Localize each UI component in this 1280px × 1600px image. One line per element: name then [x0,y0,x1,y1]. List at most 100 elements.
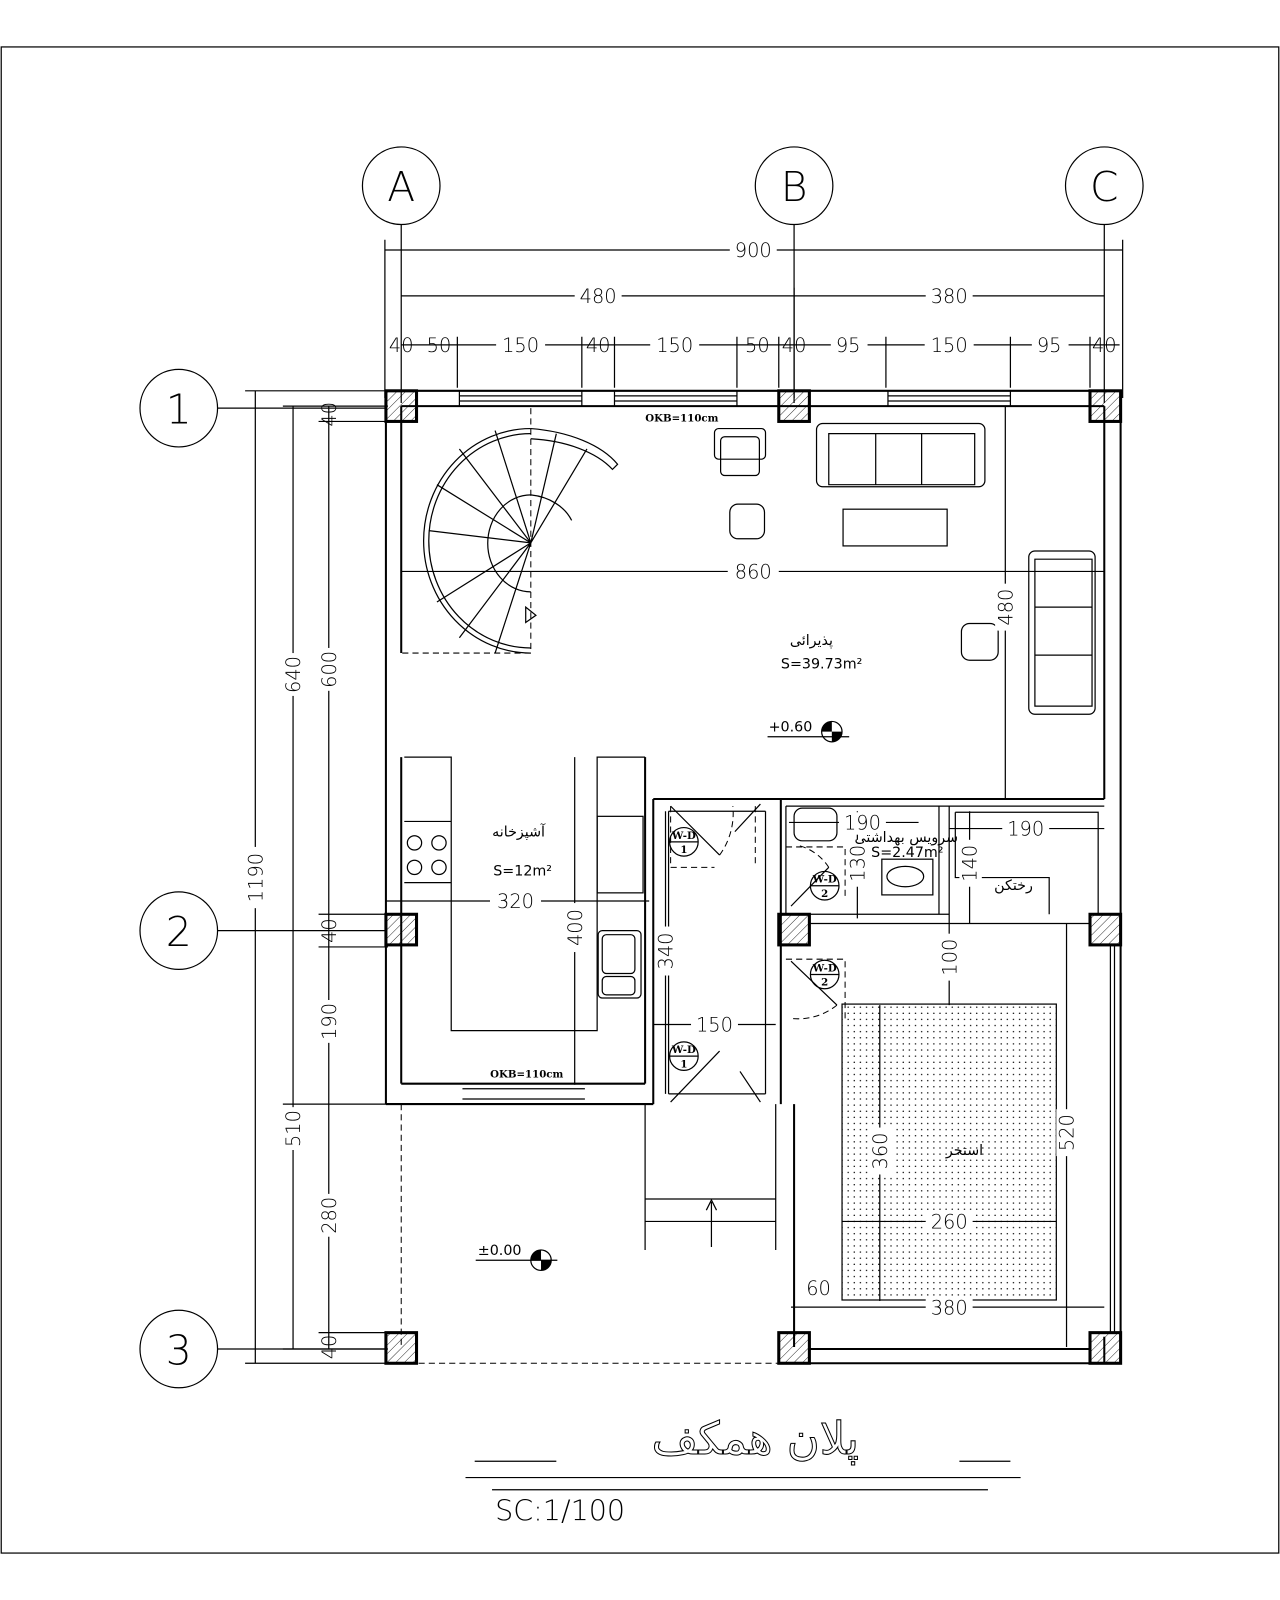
dim-lower: 510 [282,1110,305,1147]
dim-corridor-depth: 340 [655,933,678,970]
column [1088,389,1123,423]
drawing-title: پلان همکف [652,1412,859,1465]
dim-segment: 95 [836,334,861,357]
dim-yard-depth: 520 [1056,1114,1079,1151]
grid-bubbles: A B C 1 2 3 [139,146,1144,1389]
room-area-living: S=39.73m² [781,656,862,672]
room-area-kitchen: S=12m² [493,864,552,880]
column [1088,912,1123,947]
door-type: W-D [671,1044,696,1056]
dim-left: 1190 640 510 40 600 40 190 280 40 [244,402,340,1359]
column [777,912,811,947]
dim-segment: 150 [931,334,968,357]
dimension-texts: 900 480 380 40 50 150 40 150 50 40 95 15… [244,237,1117,1359]
room-name-dressing: رختکن [994,878,1033,894]
dim-pool-width: 260 [931,1211,968,1234]
door-number: 2 [821,888,828,900]
dim-segment: 40 [318,1335,341,1360]
dim-bc: 380 [931,285,968,308]
dim-segment: 150 [656,334,693,357]
door-type: W-D [671,830,696,842]
dim-segment: 40 [389,334,414,357]
dim-top-row: 40 50 150 40 150 50 40 95 150 95 40 [389,334,1117,358]
room-name-living: پذیرائی [790,633,833,649]
drawing-scale: SC:1/100 [495,1493,625,1527]
dim-segment: 40 [318,918,341,943]
dim-dress-width: 190 [1007,818,1044,841]
dim-wc-width: 190 [844,812,881,835]
coffee-table [842,508,948,547]
dim-yard-width: 380 [931,1296,968,1319]
dim-segment: 40 [1092,334,1117,357]
room-name-kitchen: آشپزخانه [492,823,546,841]
grid-label-3: 3 [166,1326,192,1374]
dim-pool-gap: 100 [938,939,961,976]
column [1088,1331,1123,1365]
dim-total-height: 1190 [244,853,267,902]
door-number: 2 [821,977,828,989]
door-number: 1 [680,844,687,856]
grid-label-2: 2 [166,908,192,956]
sofa [815,422,986,488]
okb-note: OKB=110cm [645,412,718,424]
column [777,389,811,423]
dim-pool-length: 360 [869,1133,892,1170]
dim-wc-depth: 130 [846,845,869,882]
level-symbol [821,720,843,743]
furniture [404,422,1096,1032]
dim-upper: 640 [282,656,305,693]
interior-dimensions: 860 480 320 400 340 150 190 130 190 140 … [490,559,1079,1319]
column [777,1331,811,1365]
dim-segment: 95 [1037,334,1062,357]
dim-segment: 40 [782,334,807,357]
dim-segment: 40 [318,402,341,427]
dim-corridor-width: 150 [696,1014,733,1037]
room-area-wc: S=2.47m² [871,845,943,861]
stool [960,622,999,661]
door-tag: W-D 2 [809,959,840,990]
room-labels: پذیرائی S=39.73m² آشپزخانه S=12m² سرویس … [492,633,1033,1159]
dim-segment: 280 [318,1197,341,1234]
dim-segment: 50 [427,334,452,357]
grid-label-a: A [387,163,415,211]
dim-kitchen-width: 320 [497,890,534,913]
grid-label-1: 1 [166,385,192,433]
door-type: W-D [812,874,837,886]
door-number: 1 [680,1058,687,1070]
washbasin [793,807,838,842]
title-block: پلان همکف SC:1/100 [465,1412,1021,1527]
column [384,912,419,947]
dim-yard-margin: 60 [806,1277,831,1300]
column [384,389,419,423]
door-type: W-D [812,962,837,974]
sofa [1028,550,1096,715]
grid-label-b: B [781,163,808,211]
dim-kitchen-depth: 400 [564,909,587,946]
armchair [713,427,767,460]
fridge [596,815,644,894]
dim-living-width: 860 [735,561,772,584]
column [384,1331,419,1365]
sink [597,930,642,999]
dim-segment: 50 [745,334,770,357]
level-marker-ground: ±0.00 [478,1243,522,1259]
columns [384,389,1123,1365]
grid-label-c: C [1090,163,1119,211]
sheet-border [0,46,1280,1554]
toilet [881,858,934,896]
doors: W-D 1 W-D 2 W-D 2 W-D 1 [668,803,846,1103]
door-tag: W-D 1 [668,826,699,857]
door-tag: W-D 1 [668,1041,699,1072]
level-marker-upper: +0.60 [769,720,813,736]
dim-segment: 40 [586,334,611,357]
dim-segment: 150 [502,334,539,357]
dim-total-width: 900 [735,239,772,262]
room-name-wc: سرویس بهداشتی [855,830,959,846]
spiral-stair [401,408,619,654]
dim-living-depth: 480 [994,589,1017,626]
room-name-pool: استخر [945,1143,983,1159]
stove [406,835,447,876]
notes: OKB=110cm OKB=110cm +0.60 ±0.00 [475,412,850,1272]
dim-segment: 600 [318,651,341,688]
